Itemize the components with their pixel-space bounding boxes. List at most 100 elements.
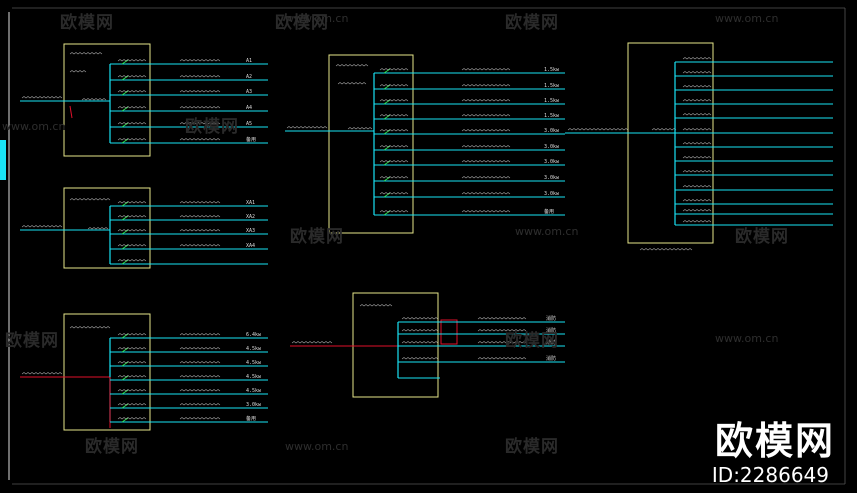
breaker-symbol	[383, 129, 391, 135]
circuit-label: 1.5kw	[544, 83, 560, 89]
cable-spec-text	[461, 210, 511, 213]
breaker-spec-text	[682, 113, 712, 116]
panel-header-text	[359, 304, 393, 307]
breaker-symbol	[121, 333, 129, 339]
circuit-label: 备用	[544, 208, 554, 215]
watermark-url: www.om.cn	[285, 12, 349, 25]
cable-spec-text	[179, 215, 221, 218]
breaker-spec-text	[401, 329, 439, 332]
cable-spec-text	[179, 106, 221, 109]
breaker-spec-text	[682, 85, 712, 88]
watermark-url: www.om.cn	[285, 440, 349, 453]
breaker-symbol	[383, 68, 391, 74]
circuit-label: 4.5kw	[246, 360, 262, 366]
circuit-label: 3.0kw	[544, 175, 560, 181]
cable-spec-text	[179, 333, 221, 336]
panel-box	[328, 54, 414, 234]
breaker-spec-text	[682, 142, 712, 145]
breaker-spec-text	[117, 59, 147, 62]
cable-spec-text	[179, 417, 221, 420]
breaker-spec-text	[682, 220, 712, 223]
breaker-spec-text	[117, 259, 147, 262]
feeder-spec-text	[21, 225, 63, 228]
breaker-symbol	[121, 215, 129, 221]
breaker-spec-text	[117, 403, 147, 406]
circuit-label: 备用	[246, 136, 256, 143]
breaker-spec-text	[117, 229, 147, 232]
circuit-label: 3.0kw	[544, 128, 560, 134]
watermark-logo: 欧模网	[505, 437, 559, 457]
breaker-symbol	[121, 347, 129, 353]
cable-spec-text	[179, 244, 221, 247]
cable-spec-text	[477, 329, 527, 332]
cable-spec-text	[179, 122, 221, 125]
cable-spec-text	[179, 201, 221, 204]
breaker-symbol	[121, 59, 129, 65]
breaker-spec-text	[117, 347, 147, 350]
feeder-spec-text	[21, 372, 63, 375]
cable-spec-text	[179, 138, 221, 141]
breaker-spec-text	[117, 244, 147, 247]
circuit-label: 消防	[546, 355, 556, 362]
brand-id: ID:2286649	[711, 463, 829, 487]
cable-spec-text	[461, 160, 511, 163]
circuit-label: 1.5kw	[544, 113, 560, 119]
breaker-symbol	[121, 389, 129, 395]
circuit-label: 消防	[546, 339, 556, 346]
brand-logo: 欧模网	[714, 419, 835, 463]
feeder-spec-text	[567, 128, 629, 131]
circuit-label: A1	[246, 58, 252, 64]
breaker-spec-text	[117, 122, 147, 125]
cable-spec-text	[179, 375, 221, 378]
circuit-label: XA3	[246, 228, 255, 234]
watermark-logo: 欧模网	[275, 13, 329, 33]
cable-spec-text	[179, 75, 221, 78]
breaker-spec-text	[117, 75, 147, 78]
breaker-symbol	[383, 84, 391, 90]
main-breaker-text	[651, 128, 677, 131]
breaker-spec-text	[682, 99, 712, 102]
breaker-symbol	[121, 106, 129, 112]
breaker-spec-text	[401, 341, 439, 344]
panel-header-text	[69, 198, 111, 201]
cable-spec-text	[179, 59, 221, 62]
circuit-label: 3.0kw	[544, 191, 560, 197]
breaker-symbol	[121, 201, 129, 207]
cable-spec-text	[179, 90, 221, 93]
circuit-label: 消防	[546, 315, 556, 322]
main-breaker-text	[347, 127, 373, 130]
circuit-label: XA2	[246, 214, 255, 220]
main-breaker-text	[81, 98, 107, 101]
breaker-spec-text	[682, 71, 712, 74]
breaker-spec-text	[379, 192, 409, 195]
circuit-label: 4.5kw	[246, 388, 262, 394]
breaker-spec-text	[117, 138, 147, 141]
circuit-label: 3.0kw	[246, 402, 262, 408]
feeder-drop	[69, 105, 73, 119]
breaker-spec-text	[379, 114, 409, 117]
watermark-logo: 欧模网	[60, 13, 114, 33]
circuit-label: XA4	[246, 243, 255, 249]
breaker-spec-text	[379, 176, 409, 179]
circuit-label: 4.5kw	[246, 346, 262, 352]
spd-box	[440, 319, 458, 345]
breaker-spec-text	[379, 210, 409, 213]
panel-footer-text	[639, 248, 693, 251]
panel-box	[352, 292, 439, 398]
watermark-url: www.om.cn	[715, 332, 779, 345]
breaker-spec-text	[379, 160, 409, 163]
circuit-label: A2	[246, 74, 252, 80]
breaker-symbol	[383, 99, 391, 105]
watermark-logo: 欧模网	[505, 13, 559, 33]
cable-spec-text	[477, 341, 527, 344]
cable-spec-text	[179, 347, 221, 350]
breaker-symbol	[383, 114, 391, 120]
circuit-label: 消防	[546, 327, 556, 334]
cable-spec-text	[461, 84, 511, 87]
circuit-label: 3.0kw	[544, 144, 560, 150]
breaker-symbol	[121, 417, 129, 423]
breaker-symbol	[121, 138, 129, 144]
breaker-symbol	[121, 122, 129, 128]
breaker-symbol	[383, 145, 391, 151]
